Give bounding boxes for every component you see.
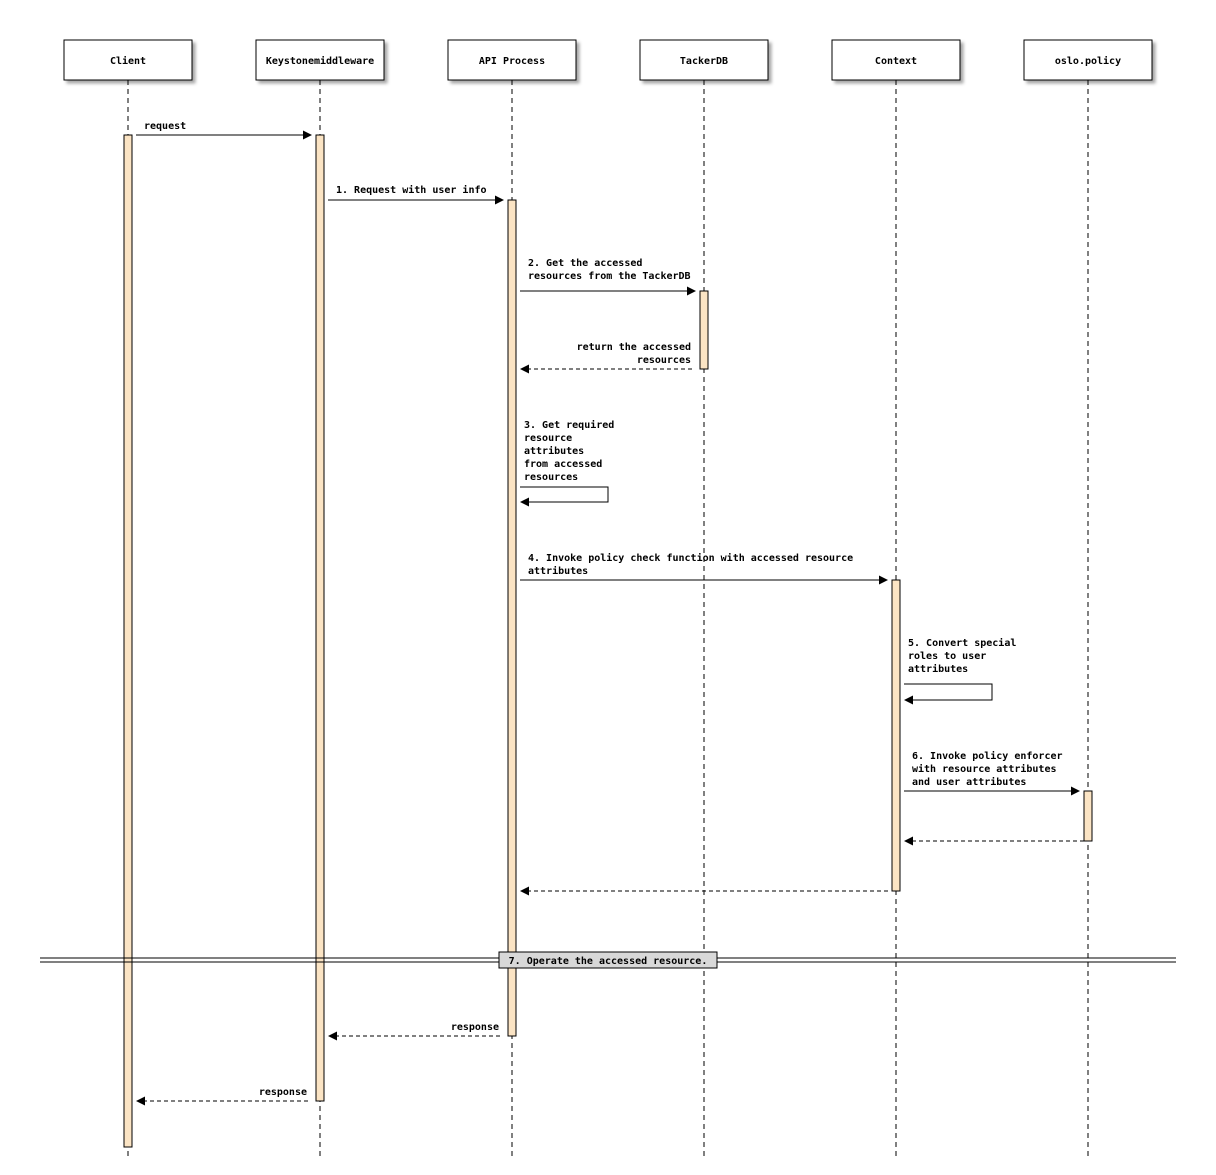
divider-label: 7. Operate the accessed resource.: [509, 956, 708, 967]
message-label: 2. Get the accessed: [528, 258, 642, 269]
activation-bar-client: [123, 134, 133, 1148]
message-label: request: [144, 121, 186, 132]
message-m-step2[interactable]: 2. Get the accessed resources from the Ta…: [520, 258, 696, 296]
message-label: from accessed: [524, 459, 602, 470]
participant-context[interactable]: Context: [831, 39, 961, 81]
participant-tackerdb[interactable]: TackerDB: [639, 39, 769, 81]
participant-client[interactable]: Client: [63, 39, 193, 81]
arrowhead: [328, 1031, 337, 1041]
participant-box-keystone[interactable]: [255, 39, 385, 81]
arrowhead: [303, 130, 312, 140]
arrowhead: [879, 575, 888, 585]
message-label: with resource attributes: [912, 763, 1057, 775]
message-label: response: [451, 1022, 499, 1033]
message-label: return the accessed: [577, 342, 691, 353]
message-label: and user attributes: [912, 776, 1026, 788]
message-label: 6. Invoke policy enforcer: [912, 750, 1063, 762]
message-label: resources from the TackerDB: [528, 271, 691, 282]
activation-bar-context: [891, 579, 901, 892]
arrowhead: [520, 364, 529, 374]
arrowhead: [136, 1096, 145, 1106]
participant-box-tackerdb[interactable]: [639, 39, 769, 81]
activation-bar-tackerdb: [699, 290, 709, 370]
message-label: roles to user: [908, 651, 986, 662]
arrowhead: [520, 497, 529, 507]
participant-label-client: Client: [110, 55, 146, 67]
message-label: resources: [637, 355, 691, 366]
message-m-step5[interactable]: 5. Convert special roles to userattribute…: [904, 637, 1016, 705]
message-m-step1[interactable]: 1. Request with user info: [328, 184, 504, 205]
activation-bar-api: [507, 199, 517, 1037]
divider-note: 7. Operate the accessed resource.: [498, 951, 718, 969]
message-label: 3. Get required: [524, 419, 614, 431]
arrowhead: [904, 836, 913, 846]
arrowhead: [687, 286, 696, 296]
message-label: 5. Convert special: [908, 637, 1016, 649]
arrowhead: [904, 695, 913, 705]
participant-box-context[interactable]: [831, 39, 961, 81]
participant-label-context: Context: [875, 56, 917, 67]
participant-label-oslo: oslo.policy: [1055, 55, 1121, 67]
participant-box-api[interactable]: [447, 39, 577, 81]
message-label: response: [259, 1087, 307, 1098]
message-label: attributes: [908, 663, 968, 675]
message-m-request[interactable]: request: [136, 121, 312, 140]
message-m-response-api[interactable]: response: [328, 1022, 500, 1041]
self-message-line: [904, 683, 993, 701]
message-label: attributes: [528, 565, 588, 577]
self-message-line: [520, 486, 609, 503]
activation-bar-oslo: [1083, 790, 1093, 842]
message-m-return-policy[interactable]: [904, 836, 1084, 846]
participant-box-client[interactable]: [63, 39, 193, 81]
participant-label-keystone: Keystonemiddleware: [266, 55, 374, 67]
participant-label-api: API Process: [479, 56, 545, 67]
arrowhead: [1071, 786, 1080, 796]
participant-keystone[interactable]: Keystonemiddleware: [255, 39, 385, 81]
message-label: resources: [524, 472, 578, 483]
participant-label-tackerdb: TackerDB: [680, 56, 728, 67]
message-m-step4[interactable]: 4. Invoke policy check function with acc…: [520, 552, 888, 585]
message-m-return-context[interactable]: [520, 886, 888, 896]
participant-oslo[interactable]: oslo.policy: [1023, 39, 1153, 81]
arrowhead: [495, 195, 504, 205]
participant-box-oslo[interactable]: [1023, 39, 1153, 81]
participant-api[interactable]: API Process: [447, 39, 577, 81]
message-label: 4. Invoke policy check function with acc…: [528, 552, 853, 564]
activation-bar-keystone: [315, 134, 325, 1102]
message-m-return-resources[interactable]: return the accessed resources: [520, 342, 692, 374]
arrowhead: [520, 886, 529, 896]
message-label: 1. Request with user info: [336, 184, 487, 196]
divider-note-box: [498, 951, 718, 969]
message-label: attributes: [524, 445, 584, 457]
message-label: resource: [524, 433, 572, 444]
message-m-response-keystone[interactable]: response: [136, 1087, 308, 1106]
